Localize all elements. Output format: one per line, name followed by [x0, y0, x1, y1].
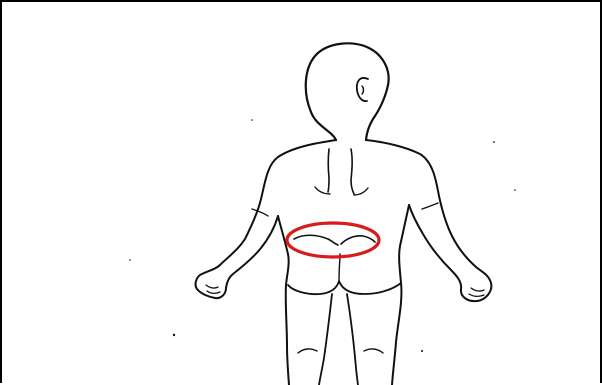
- ear-inner: [362, 86, 364, 94]
- lower-back-crease-right: [341, 236, 375, 244]
- left-arm-outline: [196, 140, 336, 298]
- left-hand-detail: [206, 285, 220, 293]
- back-line-right: [351, 149, 354, 194]
- back-line-left: [328, 149, 329, 192]
- left-elbow-line: [252, 209, 268, 216]
- inner-leg-right: [347, 294, 358, 385]
- inner-leg-left: [319, 294, 332, 385]
- knee-line-left: [298, 349, 317, 353]
- right-elbow-line: [422, 203, 438, 209]
- knee-line-right: [364, 349, 383, 353]
- buttocks-outline: [288, 281, 401, 294]
- scan-speckles: [129, 119, 516, 352]
- highlight-ellipse: [287, 223, 379, 257]
- shoulder-blade-right: [354, 188, 368, 195]
- lower-back-crease-left: [294, 235, 338, 245]
- right-torso-side: [392, 205, 409, 385]
- ear-outline: [357, 78, 368, 101]
- right-arm-outline: [366, 140, 491, 301]
- right-hand-detail: [469, 288, 484, 296]
- head-outline: [306, 43, 389, 140]
